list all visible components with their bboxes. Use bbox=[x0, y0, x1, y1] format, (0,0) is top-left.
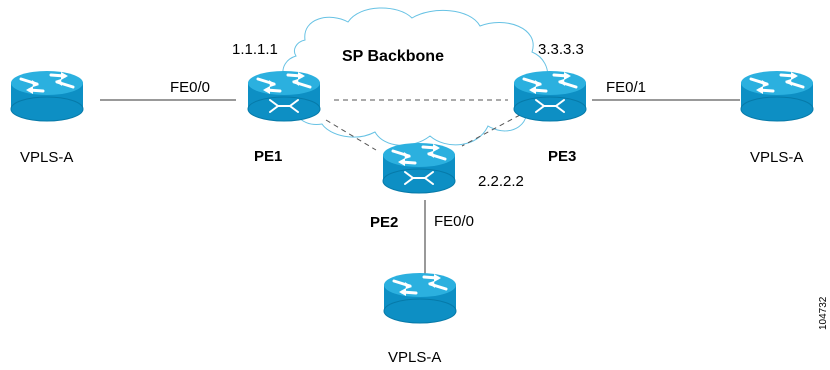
sp-backbone-label: SP Backbone bbox=[342, 48, 444, 65]
pe3-address: 3.3.3.3 bbox=[538, 41, 584, 58]
pseudowire-pe1-pe2 bbox=[325, 119, 377, 151]
pe1-router-icon bbox=[248, 71, 320, 121]
ce-left-label: VPLS-A bbox=[20, 149, 73, 166]
figure-id: 104732 bbox=[818, 296, 829, 330]
pe2-interface-label: FE0/0 bbox=[434, 213, 474, 230]
ce-bottom-label: VPLS-A bbox=[388, 349, 441, 366]
pe1-interface-label: FE0/0 bbox=[170, 79, 210, 96]
ce-right-router-icon bbox=[739, 69, 815, 123]
pe2-address: 2.2.2.2 bbox=[478, 173, 524, 190]
ce-left-router-icon bbox=[9, 69, 85, 123]
pe1-address: 1.1.1.1 bbox=[232, 41, 278, 58]
pe3-interface-label: FE0/1 bbox=[606, 79, 646, 96]
pe1-name: PE1 bbox=[254, 148, 282, 165]
sp-backbone-cloud bbox=[282, 7, 549, 146]
pe3-name: PE3 bbox=[548, 148, 576, 165]
pe3-router-icon bbox=[514, 71, 586, 121]
pe2-router-icon bbox=[383, 143, 455, 193]
pe2-name: PE2 bbox=[370, 214, 398, 231]
pseudowire-pe3-pe2 bbox=[461, 114, 521, 147]
ce-right-label: VPLS-A bbox=[750, 149, 803, 166]
ce-bottom-router-icon bbox=[382, 271, 458, 325]
